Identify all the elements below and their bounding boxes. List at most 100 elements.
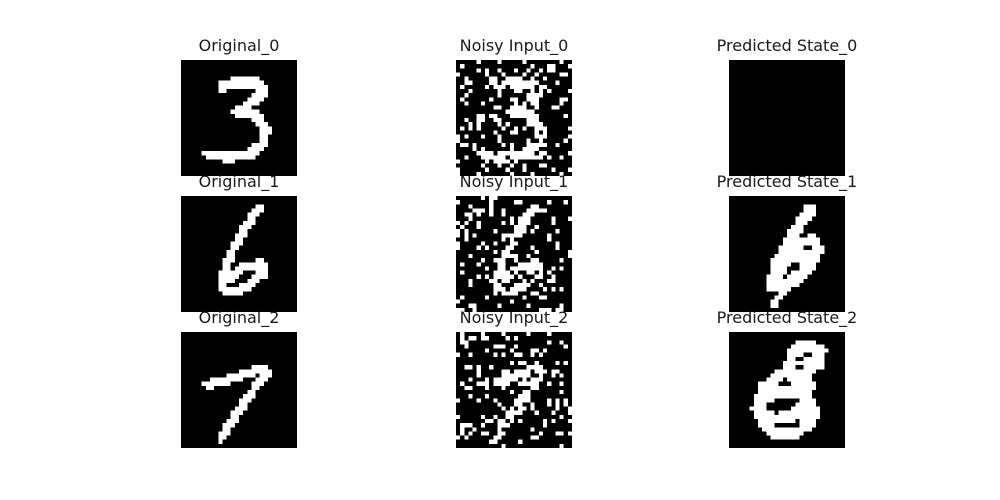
pixel-run	[559, 443, 564, 448]
pixel-run	[567, 431, 572, 436]
pixel-run	[247, 97, 264, 102]
pixel-run	[567, 167, 572, 172]
pixel-run	[803, 356, 825, 361]
pixel-run	[501, 369, 510, 374]
pixel-run	[551, 410, 556, 415]
pixel-run	[247, 278, 260, 283]
pixel-run	[489, 208, 494, 213]
pixel-run	[485, 274, 490, 279]
pixel-run	[799, 419, 816, 424]
pixel-run	[464, 101, 469, 106]
pixel-run	[538, 373, 543, 378]
pixel-run	[501, 80, 539, 85]
pixel-run	[468, 303, 477, 308]
pixel-run	[758, 419, 796, 424]
pixel-run	[538, 89, 543, 94]
pixel-run	[456, 241, 461, 246]
pixel-run	[514, 398, 531, 403]
pixel-run	[766, 283, 800, 288]
pixel-run	[514, 344, 519, 349]
pixel-run	[530, 89, 535, 94]
pixel-run	[526, 365, 543, 370]
pixel-run	[534, 249, 539, 254]
pixel-run	[522, 167, 527, 172]
pixel-run	[543, 348, 548, 353]
pixel-run	[251, 274, 268, 279]
pixel-run	[505, 122, 510, 127]
pixel-run	[807, 233, 816, 238]
pixel-run	[530, 352, 535, 357]
pixel-run	[489, 204, 494, 209]
pixel-run	[489, 439, 498, 444]
pixel-run	[456, 138, 461, 143]
pixel-run	[505, 414, 514, 419]
pixel-run	[770, 262, 792, 267]
pixel-run	[534, 274, 543, 279]
pixel-run	[518, 274, 523, 279]
pixel-run	[518, 394, 531, 399]
pixel-run	[501, 220, 506, 225]
pixel-run	[489, 80, 498, 85]
pixel-run	[530, 229, 535, 234]
pixel-run	[476, 126, 481, 131]
pixel-run	[493, 274, 514, 279]
pixel-run	[230, 109, 260, 114]
pixel-run	[551, 216, 556, 221]
pixel-run	[559, 373, 564, 378]
pixel-run	[497, 431, 506, 436]
pixel-run	[230, 414, 239, 419]
pixel-run	[534, 126, 548, 131]
pixel-run	[222, 423, 235, 428]
pixel-run	[559, 155, 564, 160]
digit-image	[729, 196, 845, 312]
pixel-run	[758, 423, 775, 428]
pixel-run	[255, 270, 268, 275]
pixel-run	[509, 390, 514, 395]
pixel-run	[782, 361, 825, 366]
pixel-run	[476, 274, 481, 279]
pixel-run	[547, 200, 552, 205]
pixel-run	[547, 64, 556, 69]
pixel-run	[534, 369, 548, 374]
pixel-run	[218, 287, 252, 292]
pixel-run	[485, 266, 490, 271]
pixel-run	[501, 278, 510, 283]
pixel-run	[551, 105, 560, 110]
pixel-run	[514, 258, 519, 263]
pixel-run	[538, 270, 543, 275]
pixel-run	[547, 270, 552, 275]
pixel-run	[468, 394, 473, 399]
pixel-run	[778, 291, 787, 296]
pixel-run	[555, 406, 560, 411]
pixel-run	[497, 122, 502, 127]
pixel-run	[538, 352, 543, 357]
pixel-run	[547, 398, 552, 403]
pixel-run	[497, 151, 535, 156]
pixel-run	[563, 344, 568, 349]
pixel-run	[774, 295, 783, 300]
pixel-run	[559, 340, 564, 345]
panel-title: Predicted State_1	[716, 172, 858, 191]
panel-title: Predicted State_2	[716, 308, 858, 327]
pixel-run	[497, 93, 502, 98]
pixel-run	[485, 159, 490, 164]
pixel-run	[567, 419, 572, 424]
pixel-run	[222, 258, 235, 263]
pixel-run	[468, 254, 473, 259]
pixel-run	[522, 212, 535, 217]
pixel-run	[799, 212, 816, 217]
pixel-run	[795, 220, 808, 225]
pixel-run	[485, 419, 494, 424]
pixel-run	[464, 212, 473, 217]
pixel-run	[563, 398, 568, 403]
digit-image	[181, 196, 297, 312]
pixel-run	[534, 361, 539, 366]
pixel-run	[480, 258, 485, 263]
pixel-run	[226, 254, 235, 259]
pixel-run	[464, 76, 469, 81]
pixel-run	[518, 262, 543, 267]
pixel-run	[472, 427, 477, 432]
pixel-run	[476, 373, 481, 378]
pixel-run	[811, 245, 825, 250]
